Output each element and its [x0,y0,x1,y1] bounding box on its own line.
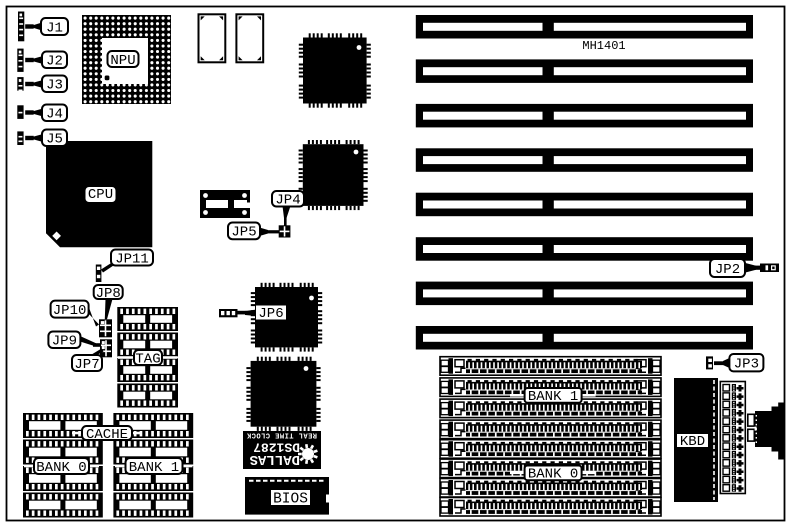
svg-text:BANK 1: BANK 1 [528,389,578,405]
svg-text:KBD: KBD [680,434,705,450]
svg-text:TAG: TAG [135,351,160,367]
svg-text:DS1287: DS1287 [253,440,300,455]
svg-text:BANK 1: BANK 1 [129,460,179,476]
svg-text:BIOS: BIOS [273,491,308,507]
svg-text:JP2: JP2 [715,262,740,278]
svg-text:JP9: JP9 [52,334,77,350]
svg-text:J5: J5 [46,132,63,148]
svg-text:J4: J4 [46,107,63,123]
svg-text:JP6: JP6 [258,306,283,322]
svg-text:J3: J3 [46,78,63,94]
svg-text:JP4: JP4 [275,193,300,209]
svg-text:JP5: JP5 [231,225,256,241]
svg-text:CACHE: CACHE [86,427,128,443]
svg-text:NPU: NPU [110,53,135,69]
svg-text:BANK 0: BANK 0 [528,467,578,483]
svg-text:BANK 0: BANK 0 [36,460,86,476]
svg-text:J2: J2 [46,54,63,70]
svg-text:J1: J1 [46,20,63,36]
svg-text:JP3: JP3 [734,356,759,372]
svg-text:REAL TIME CLOCK: REAL TIME CLOCK [246,431,317,439]
svg-text:DALLAS: DALLAS [250,451,300,467]
svg-text:CPU: CPU [88,187,113,203]
svg-text:JP10: JP10 [53,303,87,319]
svg-text:JP11: JP11 [115,251,149,267]
svg-text:JP7: JP7 [74,357,99,373]
svg-text:MH1401: MH1401 [582,39,625,53]
svg-text:JP8: JP8 [96,286,121,302]
